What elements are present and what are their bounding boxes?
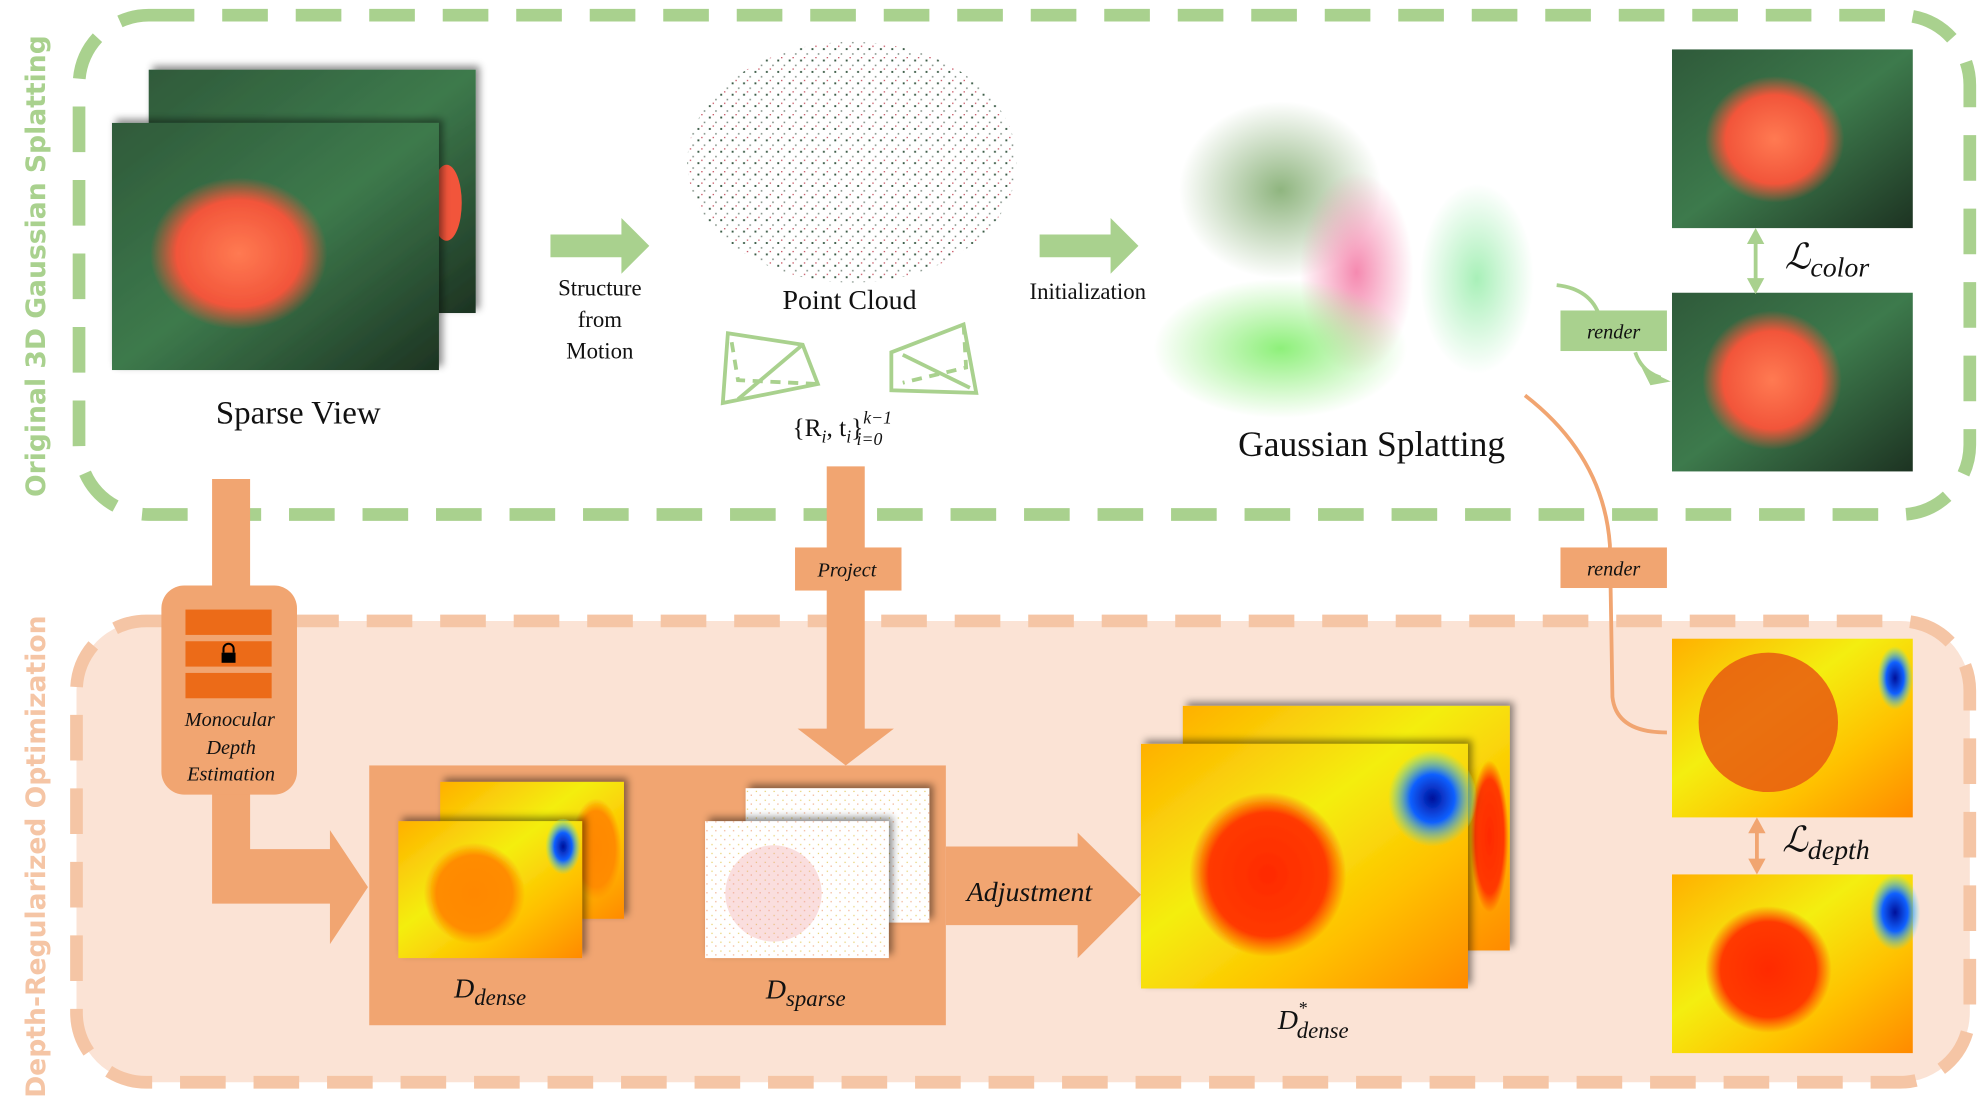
- d-sparse-label: Dsparse: [765, 975, 846, 1012]
- svg-text:from: from: [578, 307, 623, 332]
- original-3dgs-label: Original 3D Gaussian Splatting: [21, 35, 52, 497]
- lock-icon: [221, 642, 236, 663]
- svg-text:Motion: Motion: [566, 339, 634, 364]
- network-layer: [185, 672, 272, 699]
- dense-depth-images: [398, 781, 624, 959]
- gaussian-splatting-label: Gaussian Splatting: [1238, 424, 1505, 464]
- d-dense-label: Ddense: [453, 973, 526, 1010]
- project-flow-arrow: [797, 466, 894, 766]
- color-loss-double-arrow: [1746, 228, 1765, 295]
- svg-text:Depth: Depth: [205, 737, 256, 759]
- render-depth-tag: [1560, 547, 1667, 589]
- sparse-depth-images: [705, 788, 930, 959]
- color-loss-label: ℒcolor: [1785, 237, 1870, 284]
- svg-text:Estimation: Estimation: [186, 764, 275, 786]
- render-rgb-tag: [1560, 310, 1667, 352]
- svg-text:Structure: Structure: [558, 275, 642, 300]
- render-rgb-label: render: [1587, 321, 1640, 343]
- render-depth-connector: [1523, 393, 1667, 735]
- project-label: Project: [817, 560, 878, 582]
- rendered-depth-image: [1671, 638, 1913, 818]
- point-cloud-label: Point Cloud: [783, 285, 917, 316]
- sparse-view-images: [111, 69, 476, 371]
- rendered-image: [1671, 292, 1913, 472]
- gaussian-splatting-blobs: [1153, 101, 1534, 419]
- camera-icon: [889, 321, 979, 395]
- adjustment-label: Adjustment: [965, 877, 1094, 908]
- initialization-arrow: [1039, 217, 1139, 274]
- render-rgb-arrowhead: [1641, 367, 1671, 386]
- render-depth-label: render: [1587, 558, 1640, 580]
- sfm-label: Structure from Motion: [558, 275, 642, 363]
- refined-depth-image: [1671, 874, 1921, 1054]
- depth-loss-label: ℒdepth: [1782, 820, 1869, 867]
- monocular-flow-arrow: [212, 479, 368, 945]
- svg-text:Monocular: Monocular: [184, 709, 275, 731]
- sfm-arrow: [550, 217, 650, 274]
- sparse-view-label: Sparse View: [216, 395, 381, 431]
- adjustment-arrow: [945, 832, 1142, 959]
- depth-regularized-label: Depth-Regularized Optimization: [21, 615, 52, 1097]
- monocular-depth-label: Monocular Depth Estimation: [184, 709, 275, 785]
- initialization-label: Initialization: [1030, 279, 1147, 304]
- ground-truth-image: [1671, 49, 1913, 229]
- network-layer: [185, 609, 272, 635]
- refined-dense-depth-images: [1141, 705, 1510, 989]
- project-tag: [795, 547, 902, 591]
- depth-loss-double-arrow: [1748, 817, 1766, 875]
- original-3dgs-region: [72, 8, 1977, 521]
- camera-icon: [720, 331, 821, 406]
- d-dense-star-label: D*dense: [1277, 998, 1349, 1043]
- point-cloud-image: [687, 41, 1017, 283]
